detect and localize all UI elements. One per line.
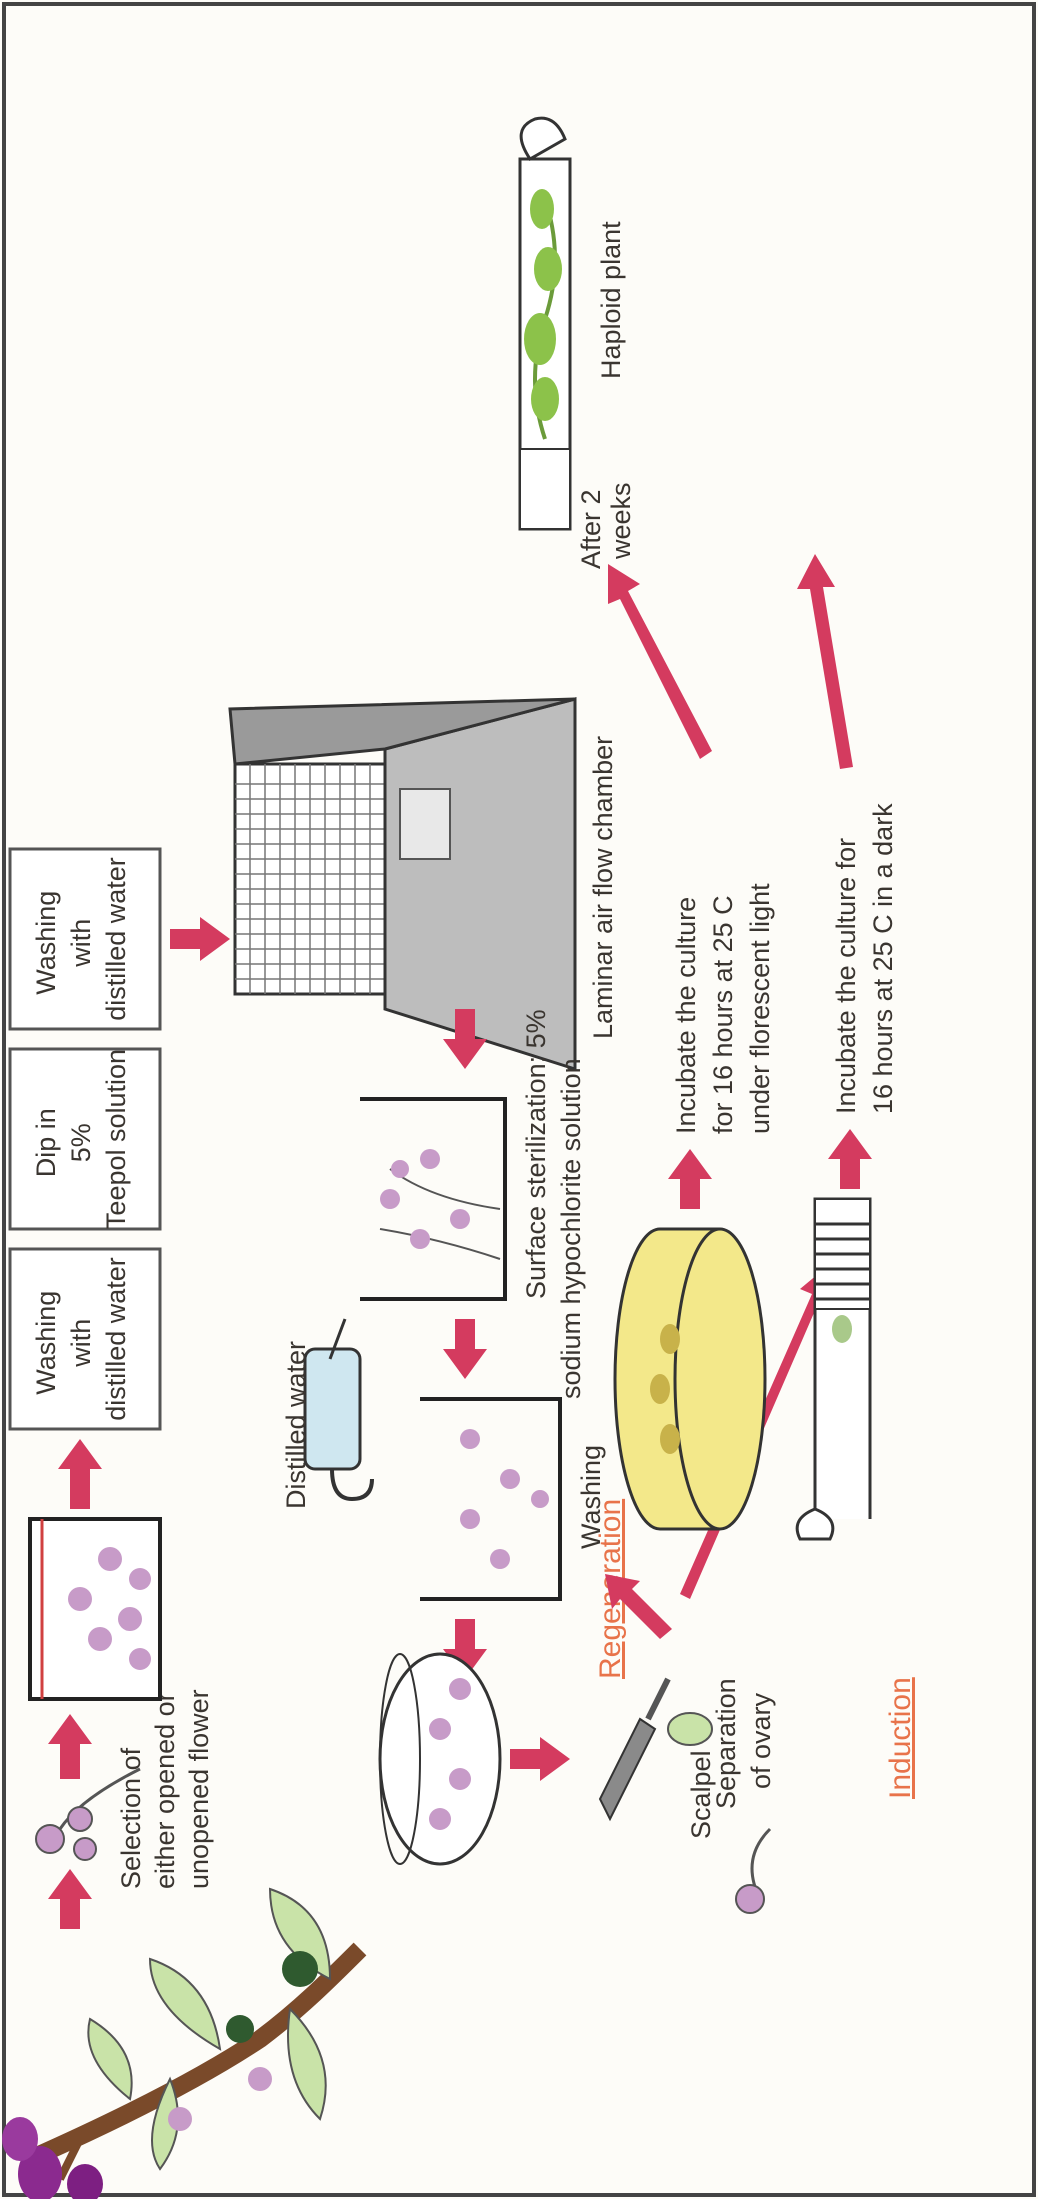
washing-beaker [420,1399,560,1599]
flowering-plant-illustration [2,1889,360,2199]
arrow-plant-to-flower [48,1869,92,1929]
induction-test-tube [797,1199,870,1539]
sterilization-beaker [360,1099,505,1299]
label-incubate-dark: Incubate the culture for 16 hours at 25 … [831,803,898,1114]
arrow-to-laminar [170,917,230,961]
rotated-diagram: Selection of either opened or unopened f… [2,118,917,2199]
arrow-dark-to-haploid [797,554,853,769]
label-incubate-light-l2: for 16 hours at 25 C [708,895,738,1134]
arrow-regeneration-to-light [668,1149,712,1209]
box-washing-2-l3: distilled water [101,857,131,1021]
regeneration-dish [615,1229,765,1529]
label-sterilization-l1: Surface sterilization: 5% [521,1009,551,1299]
scalpel-icon [600,1679,668,1819]
label-distilled-water: Distilled water [281,1341,311,1509]
label-separation: Separation of ovary [711,1671,776,1809]
box-washing-2-l1: Washing [31,891,61,995]
label-selection-line2: either opened or [150,1692,180,1889]
label-selection-line1: Selection of [116,1747,146,1889]
arrow-induction-to-dark [828,1129,872,1189]
label-incubate-dark-l1: Incubate the culture for [831,838,861,1114]
label-separation-l1: Separation [711,1678,741,1809]
arrow-sterilization-to-washing [443,1319,487,1379]
box-washing-2-l2: with [66,919,96,968]
petri-dish-flowers [380,1654,500,1864]
label-incubate-light-l1: Incubate the culture [671,897,701,1134]
label-after-weeks-l1: After 2 [576,489,606,569]
label-haploid: Haploid plant [596,221,626,379]
title-induction: Induction [884,1677,917,1799]
arrow-flower-to-beaker [48,1714,92,1779]
label-laminar: Laminar air flow chamber [588,736,618,1039]
box-washing-1-l3: distilled water [101,1257,131,1421]
box-washing-2: Washing with distilled water [10,849,160,1029]
box-dip-l3: Teepol solution [101,1049,131,1229]
wash-bottle-icon [305,1319,372,1499]
arrow-beaker-to-washing [58,1439,102,1509]
box-washing-1-l1: Washing [31,1291,61,1395]
box-washing-1: Washing with distilled water [10,1249,160,1429]
box-dip-teepol: Dip in 5% Teepol solution [10,1049,160,1229]
label-separation-l2: of ovary [746,1692,776,1789]
arrow-light-to-haploid [608,564,712,759]
beaker-with-flowers [30,1519,160,1699]
label-after-weeks-l2: weeks [606,482,636,560]
label-selection: Selection of either opened or unopened f… [116,1685,214,1889]
arrow-petri-to-scalpel [510,1737,570,1781]
label-selection-line3: unopened flower [184,1689,214,1889]
haploid-plant-tube [520,118,570,529]
label-incubate-light-l3: under florescent light [745,883,775,1134]
label-incubate-light: Incubate the culture for 16 hours at 25 … [671,883,775,1134]
label-incubate-dark-l2: 16 hours at 25 C in a dark [868,803,898,1114]
box-washing-1-l2: with [66,1319,96,1368]
label-sterilization-l2: sodium hypochlorite solution [556,1058,586,1399]
box-dip-l1: Dip in [31,1108,61,1177]
box-dip-l2: 5% [66,1123,96,1162]
label-after-weeks: After 2 weeks [576,482,636,569]
